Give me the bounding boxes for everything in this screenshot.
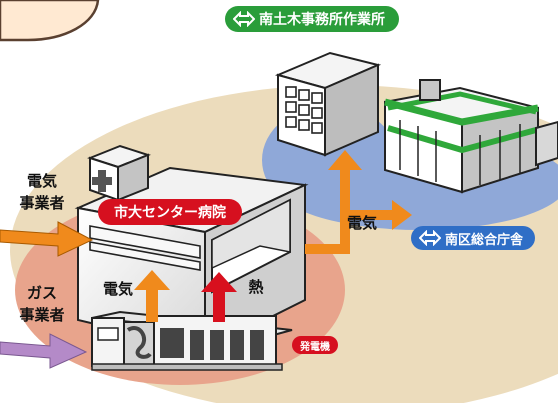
generator-label: 発電機 [292,336,338,354]
ward-office-building [384,79,558,194]
generator-machine [91,310,293,371]
generator-heat-arrow [201,272,237,322]
electricity-out-label: 電気 [346,214,377,232]
heat-label: 熱 [248,278,264,296]
generator-name: 発電機 [300,341,330,353]
bubble-corner [0,0,100,42]
gas-supplier-label: ガス 事業者 [12,282,72,326]
electric-supply-arrow [0,221,94,257]
double-arrow-icon [419,230,441,246]
hospital-label: 市大センター病院 [98,199,242,225]
civil-office-label: 南土木事務所作業所 [225,6,399,32]
ward-office-name: 南区総合庁舎 [445,232,524,248]
plus-icon [92,170,112,192]
electric-supplier-label: 電気 事業者 [12,170,72,214]
generator-electric-arrow [134,270,170,322]
double-arrow-icon [233,11,255,27]
electricity-out-arrow [305,150,412,254]
electric-supplier-line1: 電気 [26,172,57,190]
gas-supplier-line2: 事業者 [19,306,65,324]
gas-supplier-line1: ガス [26,284,57,302]
electricity-gen-label: 電気 [102,280,133,298]
gas-supply-arrow [0,333,88,369]
civil-office-building [274,51,382,157]
civil-office-name: 南土木事務所作業所 [259,12,385,28]
electric-supplier-line2: 事業者 [19,194,65,212]
hospital-name: 市大センター病院 [114,205,226,221]
ward-office-label: 南区総合庁舎 [411,226,536,250]
